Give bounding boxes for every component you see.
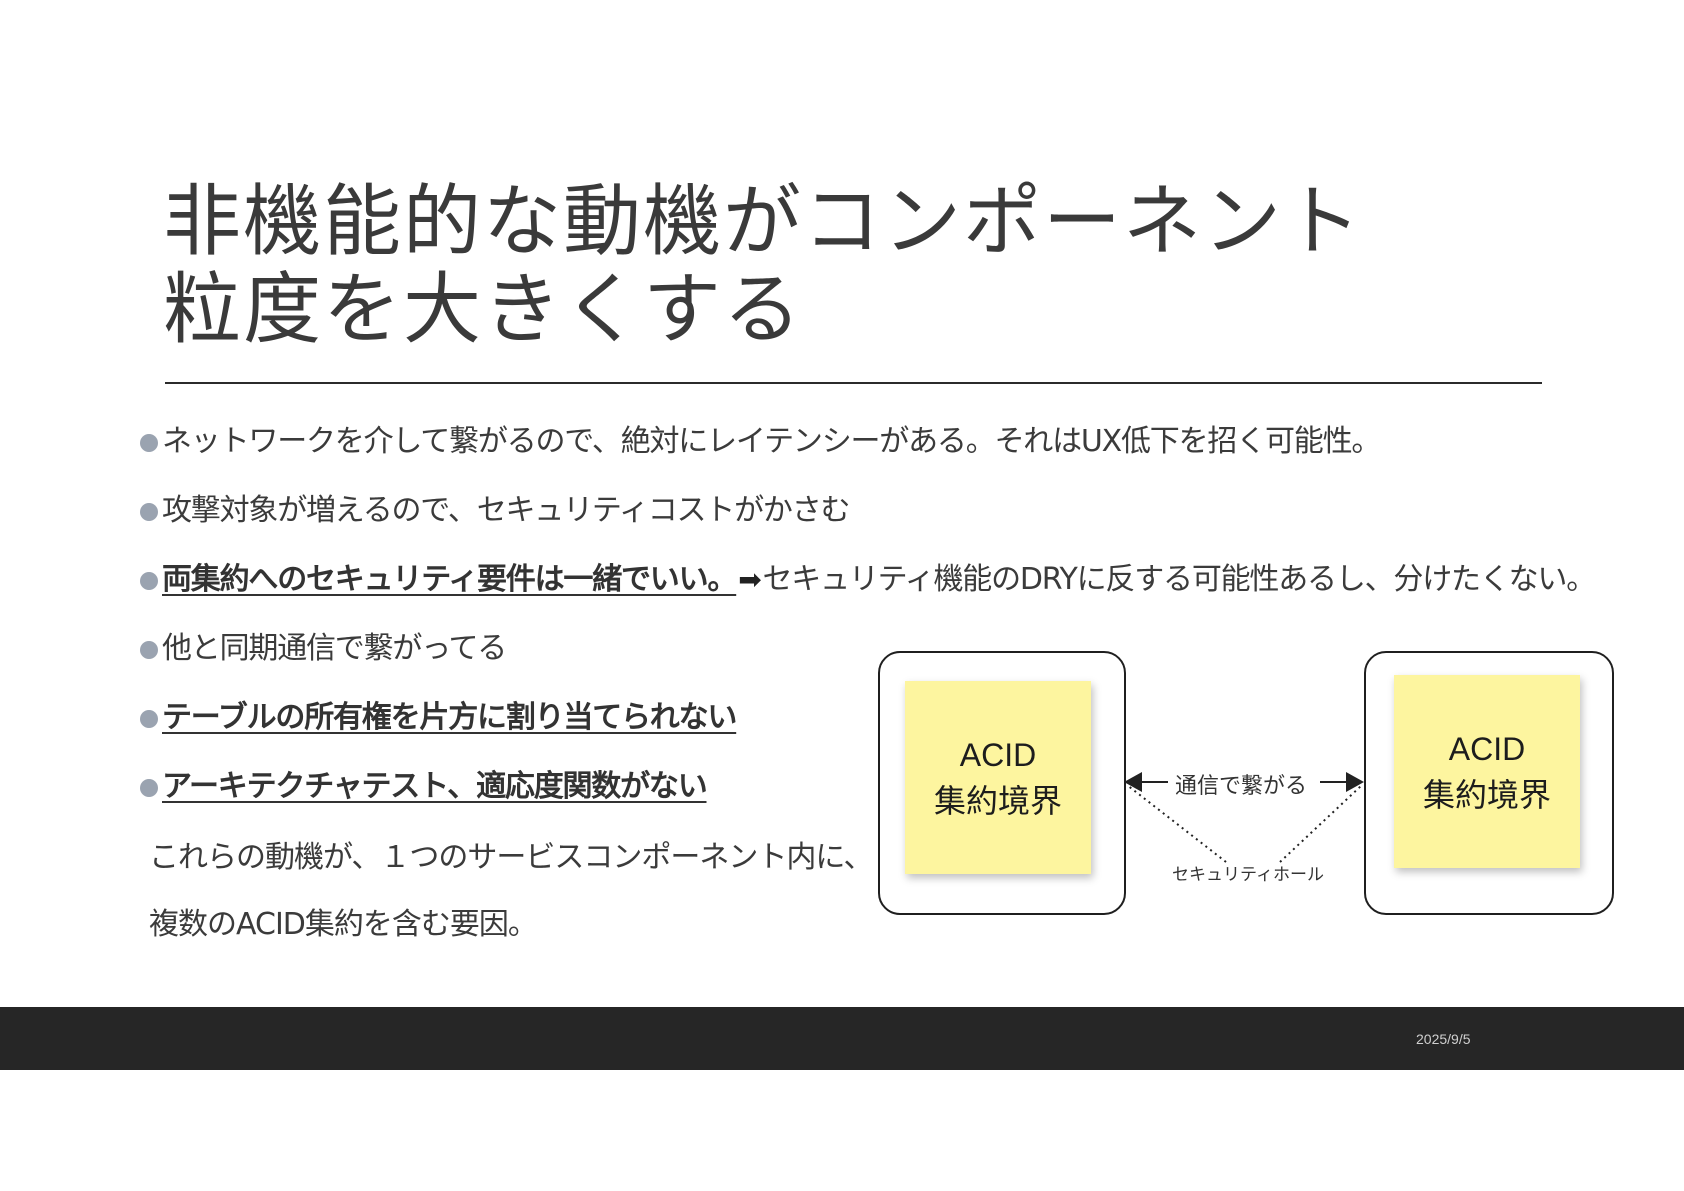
right-arrow-icon: ➡ (738, 563, 761, 596)
bullet-dot-icon (140, 434, 158, 452)
bullet-text: セキュリティ機能のDRYに反する可能性あるし、分けたくない。 (762, 562, 1596, 597)
left-note-line-2: 集約境界 (933, 782, 1062, 819)
right-note-line-1: ACID (1448, 730, 1526, 767)
bullet-latency: ネットワークを介して繋がるので、絶対にレイテンシーがある。それはUX低下を招く可… (138, 417, 1595, 486)
bullet-dot-icon (140, 710, 158, 728)
bullet-emphasis: テーブルの所有権を片方に割り当てられない (162, 700, 737, 735)
bullet-dot-icon (140, 572, 158, 590)
bullet-architecture-test: アーキテクチャテスト、適応度関数がない (138, 762, 1595, 831)
bullet-security-requirements: 両集約へのセキュリティ要件は一緒でいい。➡セキュリティ機能のDRYに反する可能性… (138, 555, 1596, 624)
bullet-text: 攻撃対象が増えるので、セキュリティコストがかさむ (162, 493, 851, 528)
security-hole-label: セキュリティホール (1172, 865, 1324, 885)
conclusion-line-1: これらの動機が、１つのサービスコンポーネント内に、 (149, 840, 873, 875)
slide-title-line-2: 粒度を大きくする (163, 265, 804, 355)
bullet-list: ネットワークを介して繋がるので、絶対にレイテンシーがある。それはUX低下を招く可… (138, 417, 1596, 831)
bullet-sync-communication: 他と同期通信で繋がってる (138, 624, 1595, 693)
bullet-table-ownership: テーブルの所有権を片方に割り当てられない (138, 693, 1595, 762)
conclusion-line-2: 複数のACID集約を含む要因。 (149, 907, 538, 942)
slide-title: 非機能的な動機がコンポーネント 粒度を大きくする (163, 178, 1463, 354)
footer-date: 2025/9/5 (1416, 1031, 1471, 1047)
bullet-dot-icon (140, 503, 158, 521)
footer-bar (0, 1007, 1684, 1070)
right-acid-sticky-note: ACID 集約境界 (1394, 675, 1580, 868)
left-note-line-1: ACID (959, 736, 1037, 773)
bullet-text: ネットワークを介して繋がるので、絶対にレイテンシーがある。それはUX低下を招く可… (162, 424, 1381, 459)
connection-label: 通信で繋がる (1175, 774, 1308, 799)
bullet-security-cost: 攻撃対象が増えるので、セキュリティコストがかさむ (138, 486, 1595, 555)
bullet-dot-icon (140, 779, 158, 797)
left-acid-sticky-note: ACID 集約境界 (905, 681, 1091, 874)
security-hole-line-right (1279, 784, 1363, 863)
slide-title-line-1: 非機能的な動機がコンポーネント (163, 177, 1364, 267)
bullet-emphasis: アーキテクチャテスト、適応度関数がない (162, 769, 708, 804)
bullet-dot-icon (140, 641, 158, 659)
right-note-line-2: 集約境界 (1422, 776, 1551, 813)
bullet-emphasis: 両集約へのセキュリティ要件は一緒でいい。 (162, 562, 737, 597)
title-divider (165, 382, 1542, 384)
bullet-text: 他と同期通信で繋がってる (162, 631, 507, 666)
